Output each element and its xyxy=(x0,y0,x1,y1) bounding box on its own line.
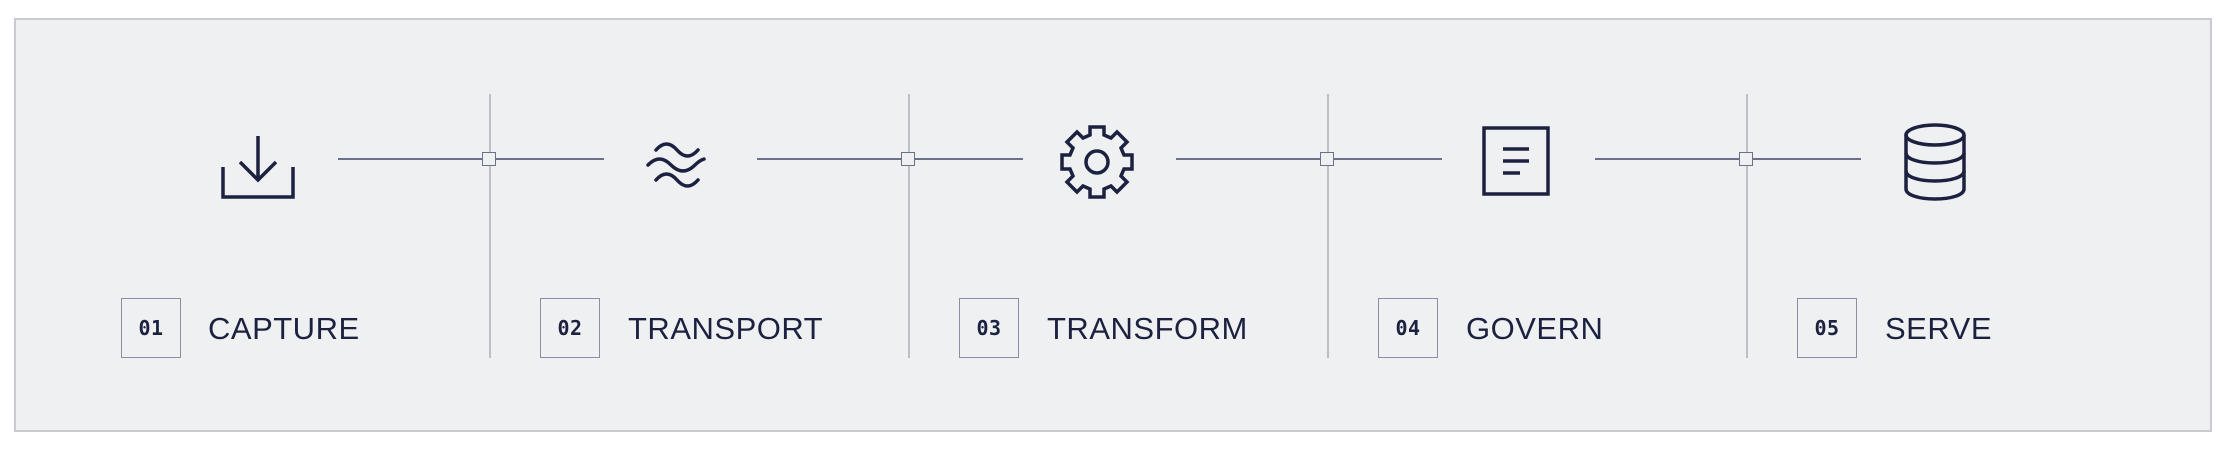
connector-node xyxy=(1739,152,1753,166)
waves-icon xyxy=(632,116,724,208)
pipeline-panel: 01 CAPTURE 02 TRANSPORT 03 TRANSFORM 04 … xyxy=(14,18,2212,432)
connector-line xyxy=(757,158,1023,160)
stage-divider xyxy=(1746,94,1748,358)
stage-divider xyxy=(908,94,910,358)
stage-number: 04 xyxy=(1378,298,1438,358)
gear-icon xyxy=(1051,116,1143,208)
document-icon xyxy=(1470,116,1562,208)
stage-label-transform: TRANSFORM xyxy=(1047,311,1248,346)
stage-number: 01 xyxy=(121,298,181,358)
stage-divider xyxy=(1327,94,1329,358)
stage-label-govern: GOVERN xyxy=(1466,311,1604,346)
database-icon xyxy=(1889,116,1981,208)
stage-number: 03 xyxy=(959,298,1019,358)
connector-line xyxy=(338,158,604,160)
connector-node xyxy=(1320,152,1334,166)
stage-number: 02 xyxy=(540,298,600,358)
stage-label-serve: SERVE xyxy=(1885,311,1993,346)
connector-node xyxy=(901,152,915,166)
connector-line xyxy=(1176,158,1442,160)
stage-label-capture: CAPTURE xyxy=(208,311,360,346)
stage-number: 05 xyxy=(1797,298,1857,358)
stage-divider xyxy=(489,94,491,358)
connector-node xyxy=(482,152,496,166)
download-icon xyxy=(213,116,305,208)
connector-line xyxy=(1595,158,1861,160)
stage-label-transport: TRANSPORT xyxy=(628,311,824,346)
